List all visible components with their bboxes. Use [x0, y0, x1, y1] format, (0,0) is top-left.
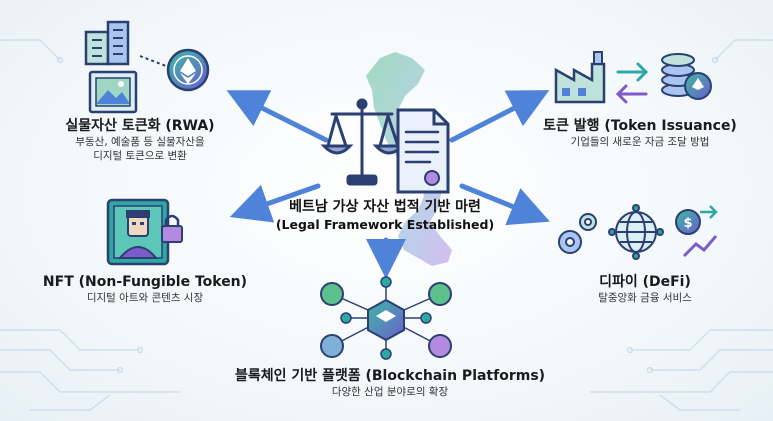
legal-document-icon [396, 108, 450, 194]
center-subtitle: (Legal Framework Established) [275, 217, 495, 232]
circuit-traces [0, 39, 773, 411]
blockchain-network-icon [320, 276, 452, 360]
defi-title: 디파이 (DeFi) [599, 274, 691, 290]
factory-icon [554, 51, 606, 104]
arrow-to-rwa [226, 90, 329, 143]
nft-desc-line1: 디지털 아트와 콘텐츠 시장 [86, 292, 204, 304]
framed-picture-icon [88, 70, 138, 114]
gears-icon [558, 213, 597, 254]
arrow-to-defi [459, 183, 550, 226]
rwa-desc-line1: 부동산, 예술품 등 실물자산을 [75, 136, 205, 148]
dollar-coin-chart-icon: $ [675, 205, 718, 258]
ethereum-coin-icon [166, 48, 210, 92]
arrow-to-nft [229, 183, 321, 223]
scales-icon [320, 98, 406, 186]
node-nft: NFT (Non-Fungible Token) 디지털 아트와 콘텐츠 시장 [20, 273, 270, 305]
arrow-to-token [449, 90, 550, 143]
rwa-title: 실물자산 토큰화 (RWA) [65, 118, 215, 134]
nft-title: NFT (Non-Fungible Token) [42, 274, 248, 290]
nft-character-icon [106, 198, 170, 266]
coin-stack-icon [661, 53, 712, 100]
building-icon [84, 20, 130, 66]
node-blockchain: 블록체인 기반 플랫폼 (Blockchain Platforms) 다양한 산… [220, 367, 560, 399]
blockchain-desc-line1: 다양한 산업 분야로의 확장 [331, 386, 449, 398]
blockchain-title: 블록체인 기반 플랫폼 (Blockchain Platforms) [234, 368, 546, 384]
svg-text:$: $ [683, 216, 692, 231]
center-title: 베트남 가상 자산 법적 기반 마련 [289, 199, 481, 215]
lock-icon [161, 214, 183, 243]
node-token-issuance: 토큰 발행 (Token Issuance) 기업들의 새로운 자금 조달 방법 [525, 117, 755, 149]
exchange-arrows-icon [615, 62, 649, 104]
center-node: 베트남 가상 자산 법적 기반 마련 (Legal Framework Esta… [250, 198, 520, 234]
node-rwa: 실물자산 토큰화 (RWA) 부동산, 예술품 등 실물자산을 디지털 토큰으로… [40, 117, 240, 163]
node-defi: 디파이 (DeFi) 탈중앙화 금융 서비스 [560, 273, 730, 305]
rwa-link-line [139, 55, 167, 67]
rwa-desc-line2: 디지털 토큰으로 변환 [93, 150, 187, 162]
defi-desc-line1: 탈중앙화 금융 서비스 [598, 292, 692, 304]
token-title: 토큰 발행 (Token Issuance) [543, 118, 737, 134]
globe-network-icon [608, 204, 664, 260]
token-desc-line1: 기업들의 새로운 자금 조달 방법 [570, 136, 710, 148]
